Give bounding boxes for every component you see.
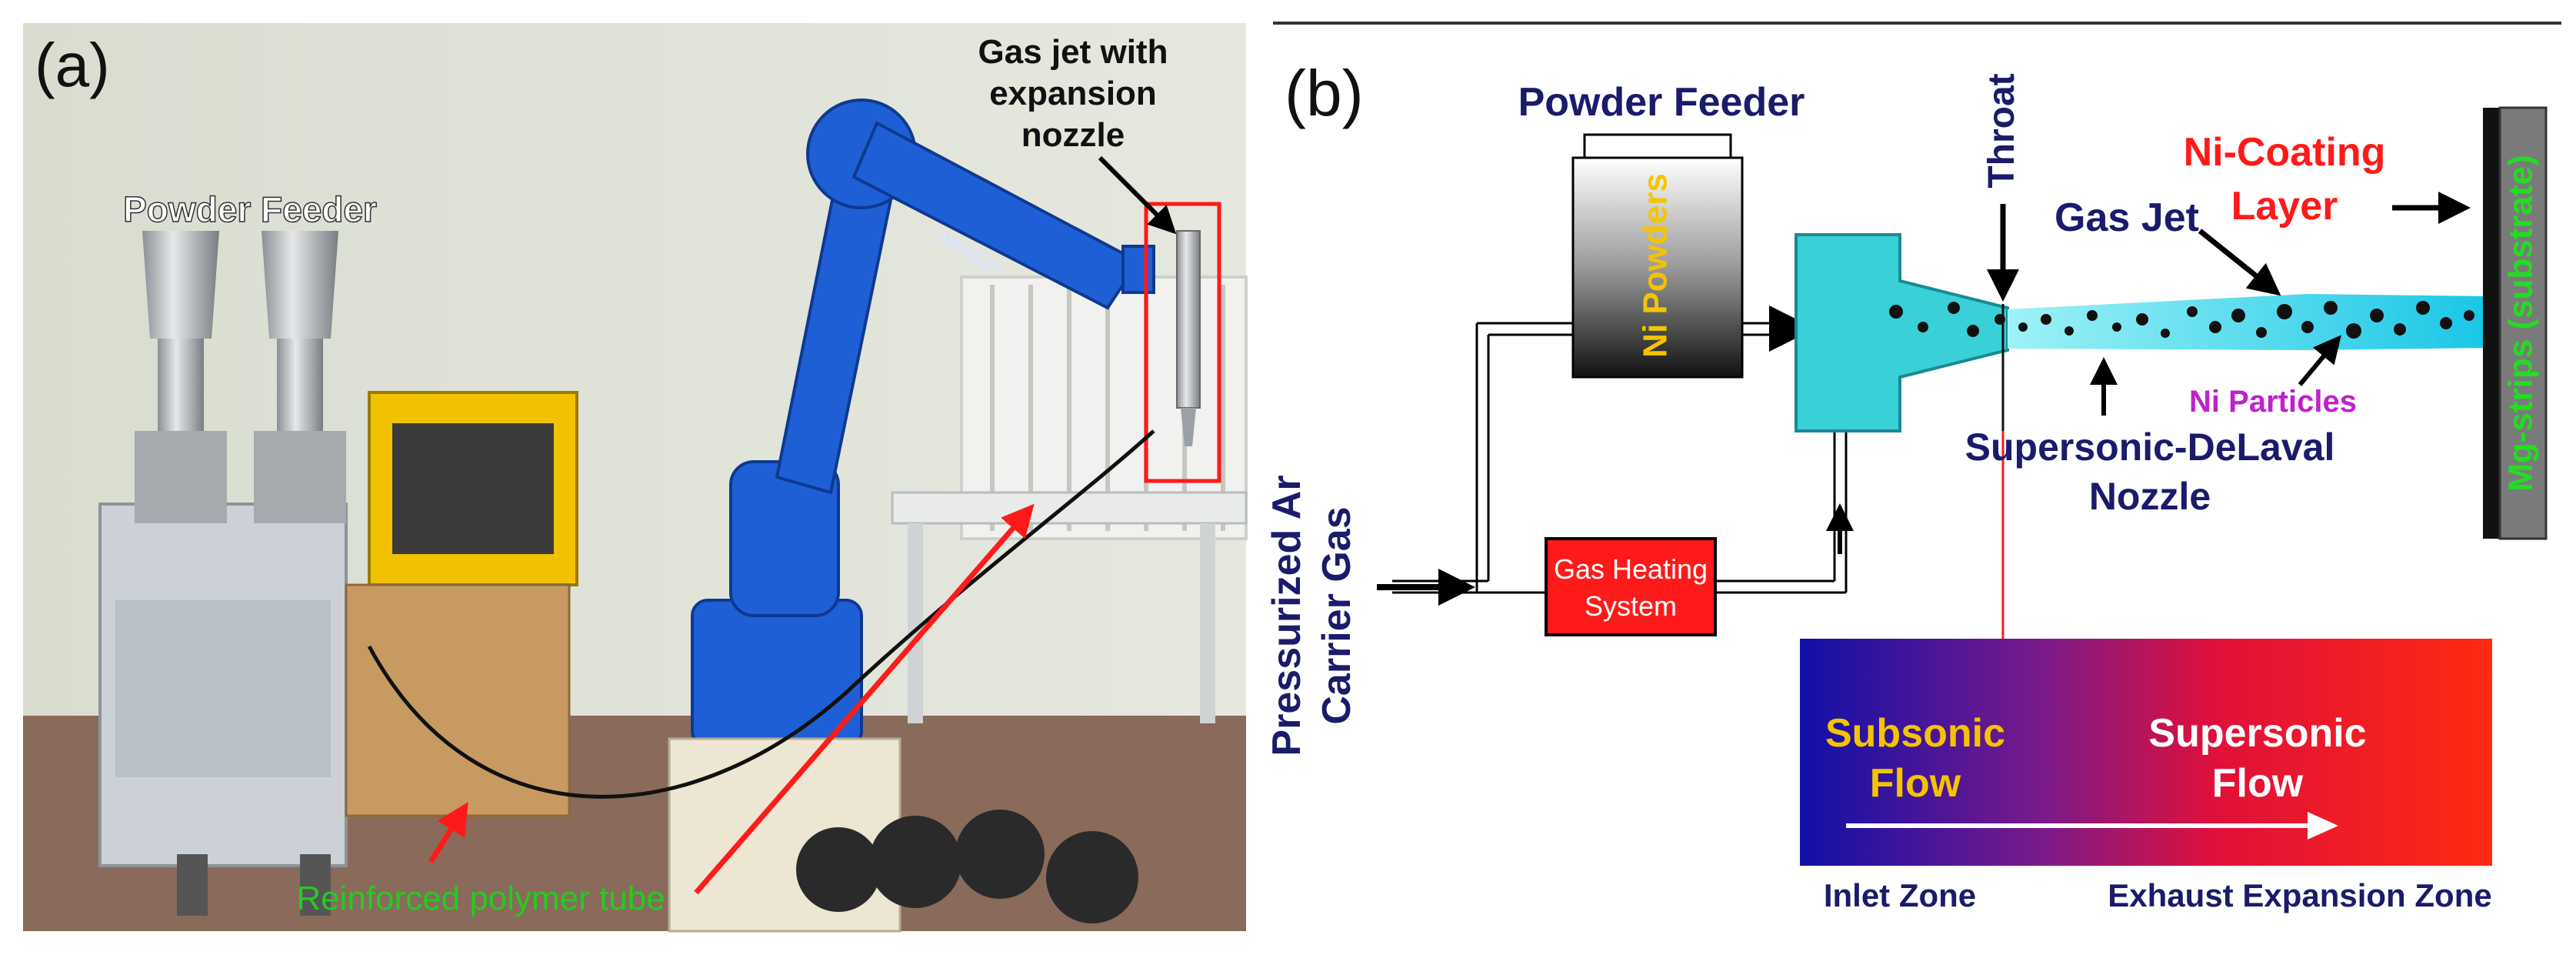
subsonic-line-2: Flow (1870, 761, 1961, 806)
wooden-crate (345, 583, 571, 817)
gas-jet-pointer (2198, 229, 2281, 296)
nozzle-highlight-box (1144, 202, 1221, 483)
delaval-nozzle-body (1795, 233, 2009, 432)
powder-feeder-photo-label: Powder Feeder (123, 189, 377, 229)
powder-feeder-title: Powder Feeder (1518, 80, 1805, 125)
ni-coating-line-1: Ni-Coating (2184, 130, 2386, 175)
gas-heating-line-1: Gas Heating (1554, 553, 1708, 585)
supersonic-line-1: Supersonic (2148, 711, 2366, 756)
ni-coating-line-2: Layer (2231, 184, 2338, 229)
robot-pedestal (668, 737, 901, 933)
ni-particles-label: Ni Particles (2189, 385, 2357, 419)
gas-jet-label-line-1: Gas jet with (978, 33, 1168, 71)
substrate-backing (2483, 108, 2500, 539)
gas-jet-label-line-2: expansion (989, 75, 1157, 112)
feeder-hopper (1571, 156, 1744, 379)
substrate-label: Mg-strips (substrate) (2502, 155, 2540, 492)
throat-label: Throat (1981, 73, 2022, 188)
subsonic-line-1: Subsonic (1825, 711, 2005, 756)
robot-arm (691, 99, 1155, 748)
gas-jet-label-line-3: nozzle (1021, 116, 1125, 154)
expansion-nozzle (1144, 202, 1221, 483)
gas-jet-title: Gas Jet (2054, 195, 2199, 240)
gas-jet-arrow (1098, 155, 1177, 235)
exhaust-zone-label: Exhaust Expansion Zone (2108, 877, 2491, 913)
controller-box (345, 391, 578, 817)
feeder-lid (1583, 133, 1732, 159)
polymer-tube (367, 429, 1155, 799)
inlet-zone-label: Inlet Zone (1824, 877, 1976, 913)
panel-b-diagram: (b) Powder Feeder Ni Powders Gas Heating… (1265, 22, 2561, 913)
floor-weights (796, 810, 1138, 923)
supersonic-line-2: Flow (2212, 761, 2304, 806)
ni-particles-pointer (2298, 335, 2341, 386)
powder-feeder-machine (98, 231, 348, 916)
gas-heating-box (1545, 537, 1717, 636)
gas-jet-plume (2008, 294, 2488, 350)
tube-arrow-left (428, 802, 468, 863)
carrier-gas-line-1: Pressurized Ar (1265, 475, 1309, 756)
panel-b-label: (b) (1285, 57, 1364, 129)
tube-arrow-right (694, 503, 1035, 895)
mg-strip-substrate (2498, 106, 2548, 540)
flow-direction-head (2308, 812, 2338, 840)
ni-powders-label: Ni Powders (1637, 173, 1675, 358)
panel-a-label: (a) (35, 31, 110, 99)
nozzle-line-1: Supersonic-DeLaval (1965, 426, 2335, 469)
nozzle-line-2: Nozzle (2089, 475, 2211, 518)
gas-heating-line-2: System (1585, 590, 1677, 622)
tube-label: Reinforced polymer tube (296, 880, 665, 917)
panel-a-photo: (a) Powder Feeder Gas jet with expansion… (23, 23, 1248, 933)
carrier-gas-line-2: Carrier Gas (1315, 506, 1359, 724)
work-table (891, 491, 1248, 525)
